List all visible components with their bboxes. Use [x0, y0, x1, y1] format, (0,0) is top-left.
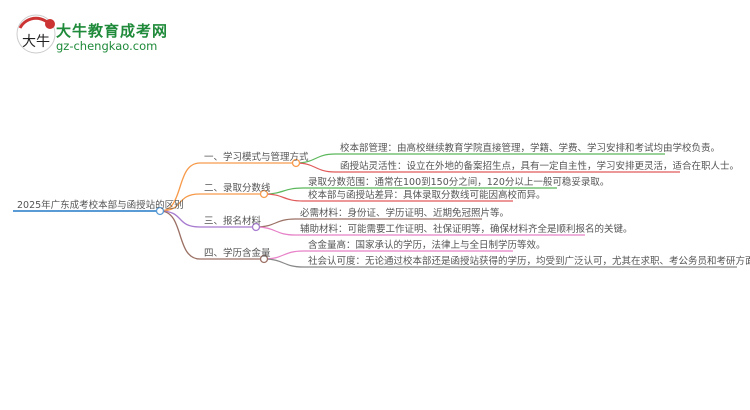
- svg-text:大牛: 大牛: [22, 34, 50, 50]
- leaf-2-1[interactable]: 录取分数范围：通常在100到150分之间，120分以上一般可稳妥录取。: [308, 177, 610, 188]
- leaf-1-1[interactable]: 校本部管理：由高校继续教育学院直接管理，学籍、学费、学习安排和考试均由学校负责。: [340, 143, 721, 154]
- leaf-connector: [255, 226, 585, 236]
- leaf-connector: [295, 153, 665, 164]
- leaf-connector: [295, 162, 680, 173]
- root-node-toggle[interactable]: [155, 206, 165, 216]
- branch-3-label[interactable]: 三、报名材料: [204, 216, 262, 227]
- logo-url: gz-chengkao.com: [56, 39, 158, 53]
- branch-node-toggle[interactable]: [251, 222, 261, 232]
- branch-connector: [159, 210, 264, 260]
- leaf-3-1[interactable]: 必需材料：身份证、学历证明、近期免冠照片等。: [300, 208, 510, 219]
- leaf-3-2[interactable]: 辅助材料：可能需要工作证明、社保证明等，确保材料齐全是顺利报名的关键。: [300, 224, 633, 235]
- branch-1-label[interactable]: 一、学习模式与管理方式: [204, 152, 309, 163]
- logo-title: 大牛教育成考网: [56, 22, 169, 40]
- branch-connector: [159, 210, 256, 228]
- root-node[interactable]: 2025年广东成考校本部与函授站的区别: [17, 200, 184, 211]
- branch-connector: [159, 193, 264, 212]
- leaf-1-2[interactable]: 函授站灵活性：设立在外地的备案招生点，具有一定自主性，学习安排更灵活，适合在职人…: [340, 161, 740, 172]
- logo-mark-icon: 大牛: [16, 14, 56, 54]
- branch-node-toggle[interactable]: [259, 254, 269, 264]
- branch-4-label[interactable]: 四、学历含金量: [204, 248, 271, 259]
- leaf-4-2[interactable]: 社会认可度：无论通过校本部还是函授站获得的学历，均受到广泛认可，尤其在求职、考公…: [308, 256, 750, 267]
- leaf-2-2[interactable]: 校本部与函授站差异：具体录取分数线可能因高校而异。: [308, 190, 546, 201]
- branch-2-label[interactable]: 二、录取分数线: [204, 183, 271, 194]
- branch-connector: [159, 162, 296, 212]
- leaf-connector: [263, 258, 737, 268]
- branch-node-toggle[interactable]: [291, 158, 301, 168]
- leaf-4-1[interactable]: 含金量高：国家承认的学历，法律上与全日制学历等效。: [308, 240, 546, 251]
- branch-node-toggle[interactable]: [259, 189, 269, 199]
- leaf-connector: [263, 193, 513, 202]
